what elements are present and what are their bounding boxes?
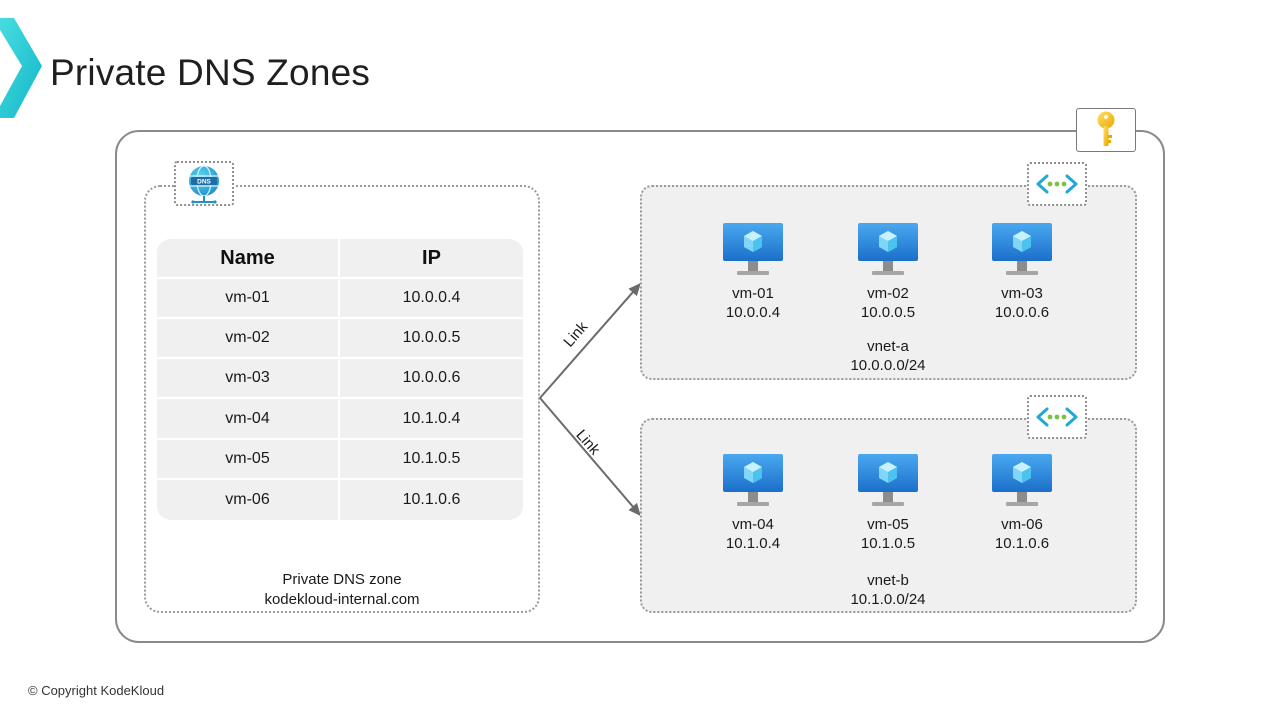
table-cell-ip: 10.1.0.4	[340, 399, 523, 440]
virtual-machine-icon	[723, 454, 783, 506]
virtual-machine-icon	[723, 223, 783, 275]
vnet-a-caption: vnet-a 10.0.0.0/24	[788, 337, 988, 375]
table-cell-name: vm-06	[157, 479, 340, 520]
table-cell-ip: 10.0.0.5	[340, 319, 523, 360]
vnet-b-icon-box	[1027, 395, 1087, 439]
table-header-name: Name	[157, 239, 340, 279]
table-cell-name: vm-01	[157, 279, 340, 320]
virtual-machine-icon	[992, 454, 1052, 506]
vm-ip: 10.0.0.5	[860, 304, 916, 321]
vnet-cidr: 10.1.0.0/24	[850, 591, 926, 608]
table-cell-ip: 10.1.0.6	[340, 479, 523, 520]
vm-ip: 10.1.0.4	[725, 535, 781, 552]
virtual-network-icon	[1036, 174, 1078, 194]
vnet-b-caption: vnet-b 10.1.0.0/24	[788, 571, 988, 609]
vm-ip: 10.0.0.6	[994, 304, 1050, 321]
vm-name: vm-05	[867, 516, 909, 533]
virtual-network-icon	[1036, 407, 1078, 427]
vnet-a-panel	[640, 185, 1137, 380]
virtual-machine-icon	[992, 223, 1052, 275]
key-badge	[1076, 108, 1136, 152]
table-cell-name: vm-04	[157, 399, 340, 440]
dns-icon-box: DNS	[174, 161, 234, 206]
vnet-name: vnet-b	[867, 572, 909, 589]
vm-ip: 10.1.0.6	[994, 535, 1050, 552]
vm-name: vm-01	[732, 285, 774, 302]
vm-ip: 10.1.0.5	[860, 535, 916, 552]
virtual-machine-icon	[858, 454, 918, 506]
table-cell-ip: 10.0.0.6	[340, 359, 523, 400]
table-cell-ip: 10.1.0.5	[340, 439, 523, 480]
vm-card: vm-01 10.0.0.4	[703, 222, 803, 322]
dns-globe-icon: DNS	[189, 164, 219, 204]
virtual-machine-icon	[858, 223, 918, 275]
table-header-ip: IP	[340, 239, 523, 279]
dns-icon-text: DNS	[197, 178, 211, 185]
vm-ip: 10.0.0.4	[725, 304, 781, 321]
dns-zone-caption-domain: kodekloud-internal.com	[264, 591, 420, 608]
vm-card: vm-05 10.1.0.5	[838, 453, 938, 553]
vnet-a-icon-box	[1027, 162, 1087, 206]
vm-name: vm-04	[732, 516, 774, 533]
dns-zone-caption-label: Private DNS zone	[282, 571, 402, 588]
page-title: Private DNS Zones	[50, 52, 371, 93]
dns-records-table: Name IP vm-01 10.0.0.4 vm-02 10.0.0.5 vm…	[157, 239, 523, 520]
vnet-name: vnet-a	[867, 338, 909, 355]
table-cell-name: vm-02	[157, 319, 340, 360]
table-cell-name: vm-05	[157, 439, 340, 480]
vnet-cidr: 10.0.0.0/24	[850, 357, 926, 374]
table-cell-name: vm-03	[157, 359, 340, 400]
vm-name: vm-03	[1001, 285, 1043, 302]
vm-card: vm-06 10.1.0.6	[972, 453, 1072, 553]
vm-name: vm-06	[1001, 516, 1043, 533]
vm-card: vm-03 10.0.0.6	[972, 222, 1072, 322]
vm-card: vm-04 10.1.0.4	[703, 453, 803, 553]
vnet-b-panel	[640, 418, 1137, 613]
key-icon	[1097, 111, 1115, 146]
vm-card: vm-02 10.0.0.5	[838, 222, 938, 322]
vm-name: vm-02	[867, 285, 909, 302]
table-cell-ip: 10.0.0.4	[340, 279, 523, 320]
copyright-notice: © Copyright KodeKloud	[28, 683, 165, 698]
kodekloud-chevron-icon	[0, 18, 42, 118]
